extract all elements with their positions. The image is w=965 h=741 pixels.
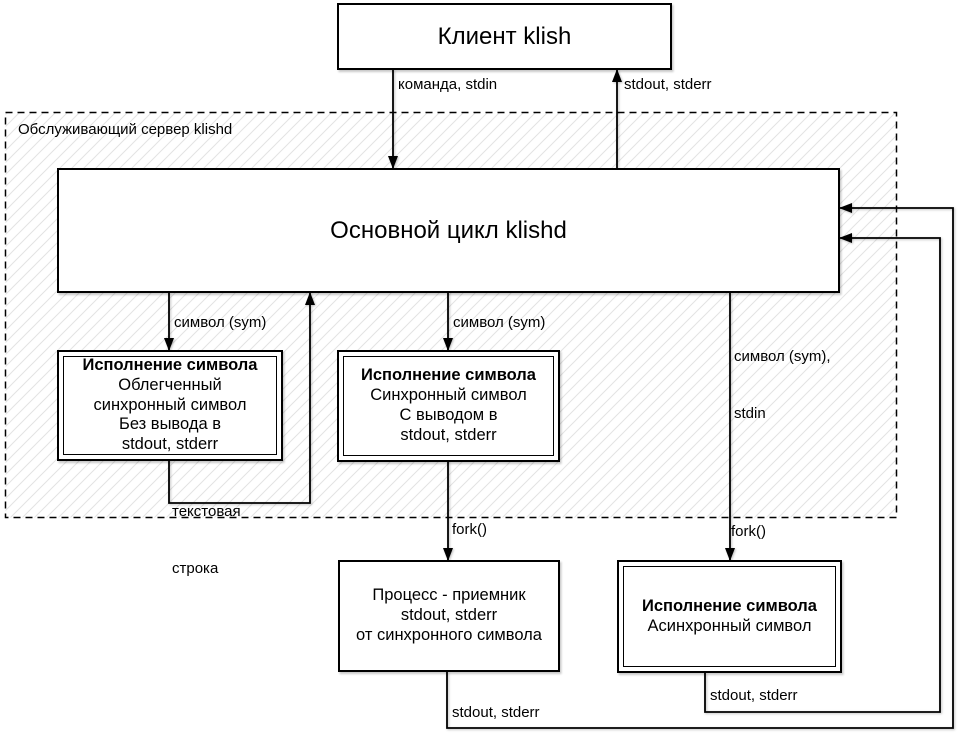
- client-box: Клиент klish: [337, 3, 672, 70]
- box-line: Синхронный символ: [370, 386, 527, 405]
- light-sync-symbol-box-inner: Исполнение символа Облегченный синхронны…: [63, 356, 277, 455]
- edge-label-line: текстовая: [172, 503, 241, 520]
- edge-label-sym-mid: символ (sym): [453, 314, 546, 331]
- box-title: Исполнение символа: [361, 366, 536, 385]
- server-group-label: Обслуживающий сервер klishd: [18, 121, 233, 138]
- edge-label-fork-right: fork(): [731, 523, 766, 540]
- box-line: stdout, stderr: [400, 606, 498, 625]
- edge-label-line: строка: [172, 560, 219, 577]
- edge-receiver-stdout-return: [446, 203, 954, 729]
- edge-label-stdout-stderr-top: stdout, stderr: [624, 76, 712, 93]
- box-line: Облегченный: [118, 375, 222, 394]
- box-title: Исполнение символа: [82, 356, 258, 375]
- main-loop-box: Основной цикл klishd: [57, 168, 840, 293]
- edge-label-stdout-receiver: stdout, stderr: [452, 704, 540, 721]
- client-box-label: Клиент klish: [437, 22, 572, 50]
- box-line: stdout, stderr: [400, 425, 497, 444]
- async-symbol-box: Исполнение символа Асинхронный символ: [617, 560, 842, 673]
- light-sync-symbol-box: Исполнение символа Облегченный синхронны…: [57, 350, 283, 461]
- edge-async-stdout-return: [704, 233, 941, 713]
- edge-label-command-stdin: команда, stdin: [398, 76, 498, 93]
- box-line: Без вывода в: [119, 415, 221, 434]
- box-line: Асинхронный символ: [647, 616, 812, 635]
- sync-symbol-box: Исполнение символа Синхронный символ С в…: [337, 350, 560, 462]
- box-line: Процесс - приемник: [372, 586, 526, 605]
- box-title: Исполнение символа: [642, 596, 817, 615]
- box-line: от синхронного символа: [356, 625, 542, 644]
- box-line: С выводом в: [399, 406, 498, 424]
- edge-label-fork-mid: fork(): [452, 521, 487, 538]
- box-line: синхронный символ: [93, 395, 247, 414]
- sync-symbol-box-inner: Исполнение символа Синхронный символ С в…: [343, 356, 554, 456]
- edge-label-sym-stdin-right: символ (sym), stdin: [734, 309, 831, 461]
- receiver-process-box-text: Процесс - приемник stdout, stderr от син…: [356, 586, 542, 645]
- box-line: stdout, stderr: [121, 435, 219, 454]
- edge-label-line: символ (sym),: [734, 348, 831, 365]
- async-symbol-box-inner: Исполнение символа Асинхронный символ: [623, 566, 836, 667]
- edge-text-string-return: [168, 292, 315, 504]
- edge-label-sym-left: символ (sym): [174, 314, 267, 331]
- edge-label-line: stdin: [734, 405, 766, 422]
- edge-label-stdout-async: stdout, stderr: [710, 687, 798, 704]
- main-loop-label: Основной цикл klishd: [330, 216, 567, 244]
- edge-label-text-string: текстовая строка: [172, 464, 241, 616]
- receiver-process-box: Процесс - приемник stdout, stderr от син…: [338, 560, 560, 672]
